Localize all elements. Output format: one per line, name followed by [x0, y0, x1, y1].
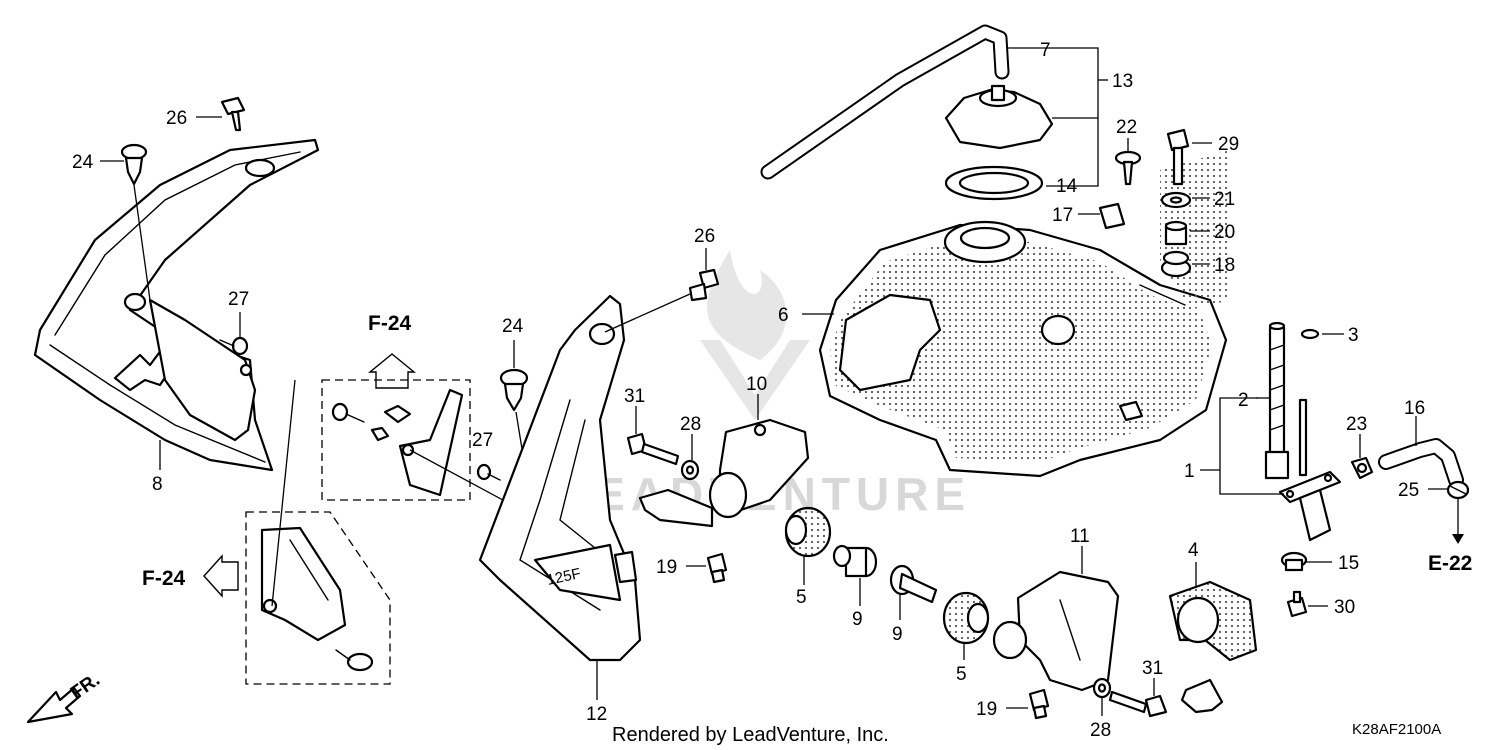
- callout-26-left: 26: [166, 108, 187, 129]
- callout-27-left: 27: [228, 289, 249, 310]
- detail-box-upper: [321, 379, 471, 501]
- callout-30: 30: [1334, 597, 1355, 618]
- detail-lower-bracket: [260, 526, 374, 672]
- watermark-logo: [700, 250, 810, 420]
- render-credit: Rendered by LeadVenture, Inc.: [612, 724, 889, 746]
- left-shroud-inner-bracket: [148, 298, 257, 442]
- callout-22: 22: [1116, 117, 1137, 138]
- collar-9-left: [832, 544, 878, 578]
- callout-12: 12: [586, 704, 607, 725]
- callout-24-left: 24: [72, 152, 94, 173]
- detail-box-lower: [245, 511, 391, 685]
- callout-28-left: 28: [680, 414, 701, 435]
- o-ring-3: [1300, 328, 1320, 340]
- washer-28-left: [680, 459, 700, 481]
- callout-31-right: 31: [1142, 658, 1163, 679]
- callout-19-left: 19: [656, 557, 677, 578]
- callout-4: 4: [1188, 540, 1199, 561]
- callout-21: 21: [1214, 189, 1235, 210]
- clip-25: [1446, 480, 1470, 500]
- collar-20: [1164, 220, 1188, 246]
- ref-f24-top: F-24: [368, 312, 412, 335]
- callout-5-right: 5: [956, 664, 967, 685]
- callout-20: 20: [1214, 222, 1235, 243]
- bolt-31-left: [626, 432, 680, 466]
- breather-tube-part-7: [760, 24, 1010, 180]
- callout-28-right: 28: [1090, 720, 1111, 741]
- callout-14: 14: [1056, 176, 1078, 197]
- f24-left-arrow: [203, 554, 239, 598]
- diagram-code: K28AF2100A: [1352, 721, 1441, 738]
- callout-7: 7: [1040, 40, 1051, 61]
- callout-13: 13: [1112, 71, 1133, 92]
- callout-3: 3: [1348, 325, 1359, 346]
- callout-1: 1: [1184, 461, 1195, 482]
- bolt-26-left: [220, 96, 246, 132]
- callout-29: 29: [1218, 134, 1239, 155]
- screw-22: [1114, 150, 1142, 186]
- detail-upper-parts: [331, 388, 464, 497]
- clamp-23: [1350, 456, 1374, 480]
- bolt-19-right: [1028, 688, 1050, 720]
- bolt-30: [1286, 590, 1308, 618]
- callout-26-middle: 26: [694, 226, 715, 247]
- callout-18: 18: [1214, 255, 1235, 276]
- callout-31-left: 31: [624, 386, 645, 407]
- callout-9-left: 9: [852, 609, 863, 630]
- fuel-valve-part-1: [1264, 321, 1342, 542]
- callout-6: 6: [778, 305, 789, 326]
- front-direction-arrow: [26, 686, 82, 724]
- callout-27-middle: 27: [472, 430, 493, 451]
- callout-17: 17: [1052, 205, 1073, 226]
- bolt-15: [1280, 551, 1308, 572]
- f24-up-arrow: [368, 353, 416, 389]
- bolt-26-middle: [688, 268, 720, 302]
- left-shroud-part-8: [33, 138, 320, 472]
- rubber-5-left: [784, 506, 832, 558]
- tube-part-17: [1098, 202, 1126, 230]
- bolt-31-right: [1108, 690, 1168, 718]
- ref-e22: E-22: [1428, 552, 1472, 575]
- callout-10: 10: [746, 374, 767, 395]
- callout-16: 16: [1404, 398, 1425, 419]
- ref-f24-left: F-24: [142, 567, 186, 590]
- bracket-part-10: [638, 418, 810, 528]
- screw-27-middle: [476, 463, 501, 481]
- callout-15: 15: [1338, 553, 1359, 574]
- fuel-cap-part-13: [944, 84, 1054, 150]
- callout-19-right: 19: [976, 699, 997, 720]
- fuel-hose-part-16: [1378, 438, 1464, 488]
- gasket-part-14: [944, 165, 1044, 201]
- right-shroud-part-12: 125F: [478, 294, 642, 662]
- collar-9-right: [889, 564, 938, 604]
- heat-guard-part-4: [1168, 580, 1258, 714]
- bracket-part-11: [992, 570, 1120, 692]
- rubber-18: [1160, 250, 1192, 278]
- collar-21: [1160, 191, 1192, 209]
- callout-23: 23: [1346, 414, 1367, 435]
- arrow-to-e22: [1452, 534, 1464, 544]
- callout-5-left: 5: [796, 587, 807, 608]
- fuel-tank-part-6: [818, 220, 1228, 478]
- washer-28-right: [1092, 677, 1112, 699]
- callout-24-middle: 24: [502, 316, 524, 337]
- callout-9-right: 9: [892, 624, 903, 645]
- bolt-29: [1166, 128, 1190, 186]
- bolt-19-left: [706, 552, 728, 584]
- clip-24-middle: [499, 368, 529, 412]
- callout-2: 2: [1238, 390, 1249, 411]
- rubber-5-right: [942, 591, 990, 645]
- callout-8: 8: [152, 474, 163, 495]
- clip-24-left: [120, 143, 148, 186]
- callout-11: 11: [1070, 526, 1090, 547]
- callout-25: 25: [1398, 480, 1419, 501]
- cover-text: 125F: [545, 565, 582, 589]
